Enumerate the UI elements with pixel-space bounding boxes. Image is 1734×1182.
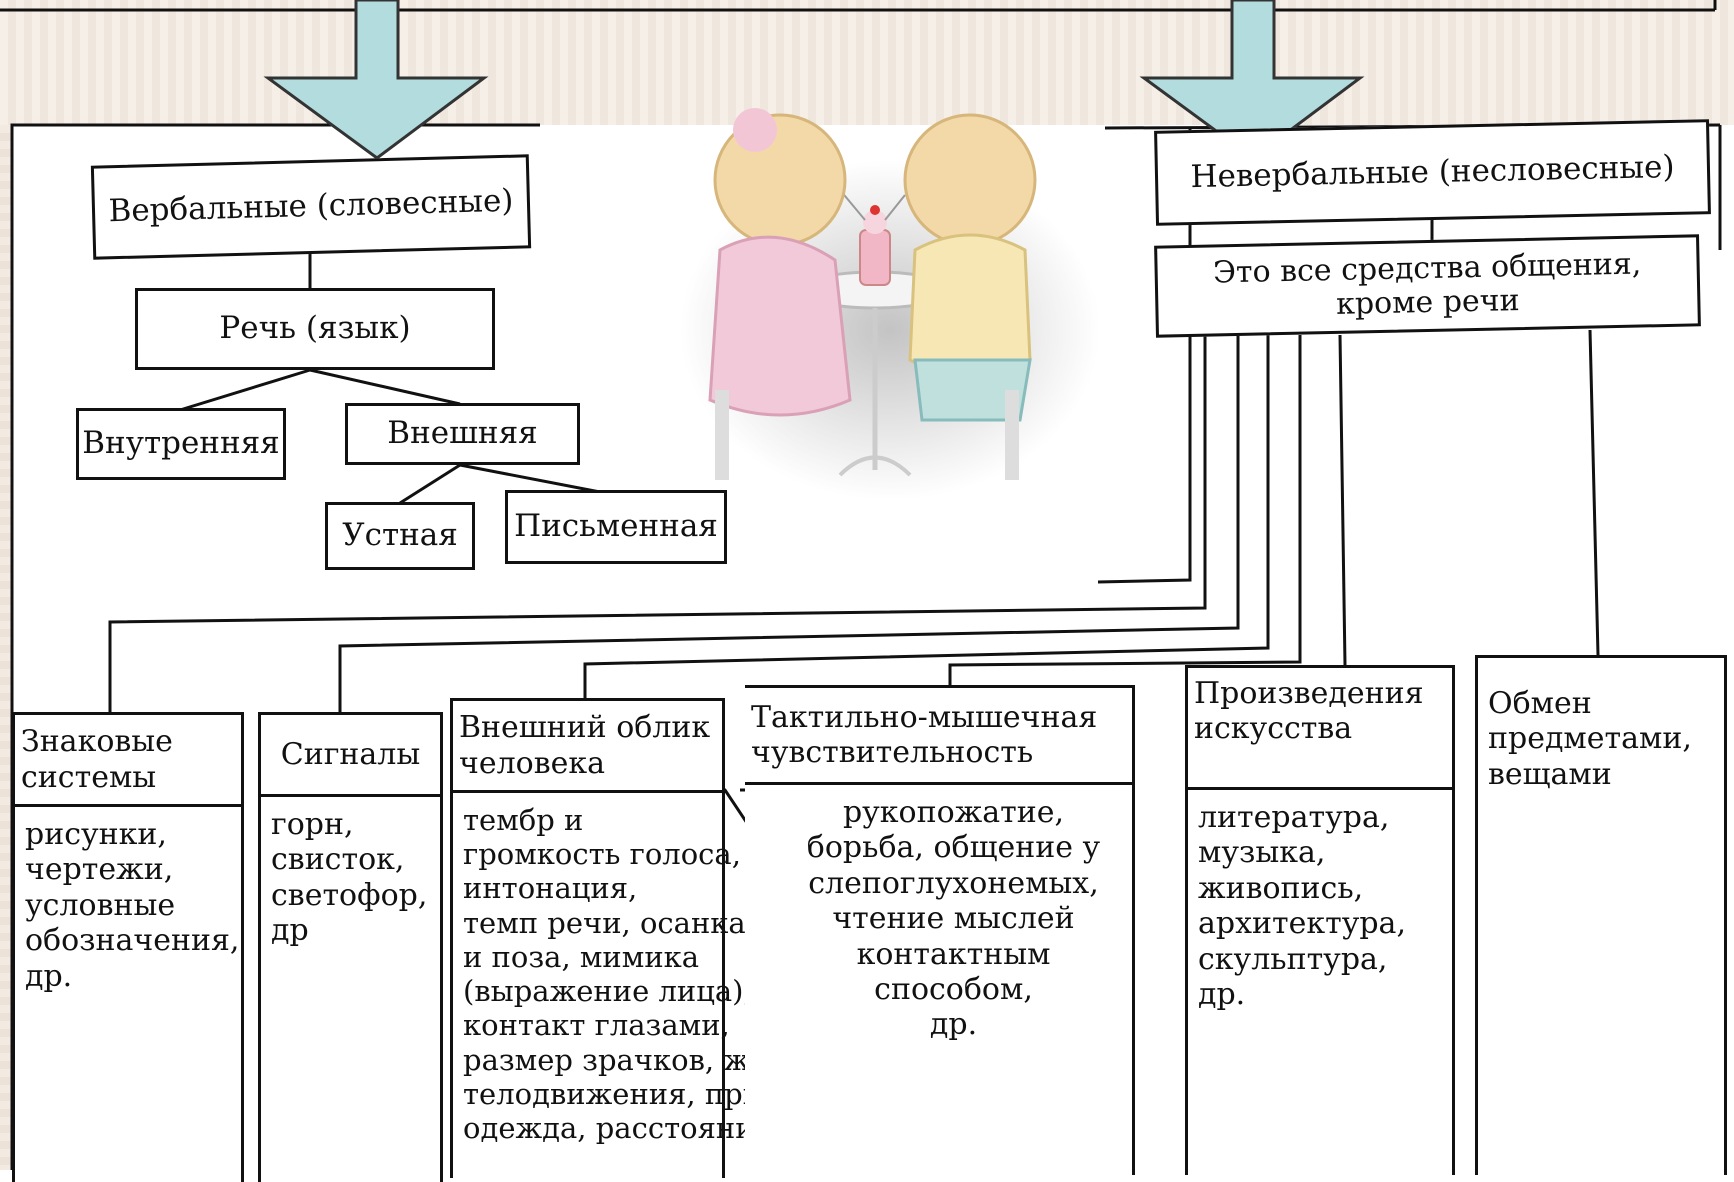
appearance-column: Внешний облик человека тембр и громкость…	[450, 698, 859, 1178]
nonverbal-title: Невербальные (несловесные)	[1190, 148, 1675, 195]
down-arrow-icon-left	[263, 0, 489, 160]
outer-speech-box: Внешняя	[345, 403, 580, 465]
two-children-sharing-milkshake-illustration	[680, 108, 1100, 500]
inner-speech-label: Внутренняя	[82, 425, 280, 462]
nonverbal-definition-box: Это все средства общения, кроме речи	[1154, 234, 1701, 338]
art-works-column: Произведения искусства литература, музык…	[1185, 665, 1455, 1175]
objects-exchange-top	[1478, 655, 1724, 658]
art-works-body: литература, музыка, живопись, архитектур…	[1198, 800, 1406, 1012]
signals-body: горн, свисток, светофор, др	[271, 807, 428, 949]
sign-systems-header: Знаковые системы	[15, 712, 241, 807]
oral-speech-label: Устная	[342, 517, 458, 554]
sign-systems-column: Знаковые системы рисунки, чертежи, услов…	[12, 712, 244, 1182]
tactile-body: рукопожатие, борьба, общение у слепоглух…	[806, 795, 1101, 1043]
signals-column: Сигналы горн, свисток, светофор, др	[258, 712, 443, 1182]
verbal-box: Вербальные (словесные)	[90, 154, 532, 260]
written-speech-box: Письменная	[505, 490, 727, 564]
written-speech-label: Письменная	[514, 508, 718, 545]
sign-systems-header-text: Знаковые системы	[21, 724, 173, 795]
outer-speech-label: Внешняя	[387, 415, 538, 452]
nonverbal-definition: Это все средства общения, кроме речи	[1212, 246, 1642, 322]
nonverbal-box: Невербальные (несловесные)	[1154, 119, 1711, 226]
signals-header: Сигналы	[261, 712, 440, 797]
objects-exchange-header-text: Обмен предметами, вещами	[1488, 686, 1692, 792]
speech-label: Речь (язык)	[219, 310, 411, 347]
background-band	[0, 0, 1734, 125]
objects-exchange-column: Обмен предметами, вещами	[1475, 655, 1727, 1175]
oral-speech-box: Устная	[325, 502, 475, 570]
art-works-header: Произведения искусства	[1188, 665, 1452, 790]
tactile-column: Тактильно-мышечная чувствительность руко…	[745, 685, 1135, 1175]
signals-header-text: Сигналы	[280, 736, 421, 772]
appearance-header: Внешний облик человека	[453, 698, 722, 793]
speech-box: Речь (язык)	[135, 288, 495, 370]
verbal-title: Вербальные (словесные)	[108, 182, 514, 230]
down-arrow-icon-right	[1139, 0, 1365, 160]
inner-speech-box: Внутренняя	[76, 408, 286, 480]
tactile-header: Тактильно-мышечная чувствительность	[745, 685, 1132, 785]
sign-systems-body: рисунки, чертежи, условные обозначения, …	[25, 817, 240, 994]
tactile-header-text: Тактильно-мышечная чувствительность	[751, 699, 1098, 770]
appearance-header-text: Внешний облик человека	[459, 710, 711, 781]
art-works-header-text: Произведения искусства	[1194, 676, 1424, 747]
appearance-body: тембр и громкость голоса, интонация, тем…	[463, 803, 859, 1145]
background-left-band	[0, 125, 12, 1170]
